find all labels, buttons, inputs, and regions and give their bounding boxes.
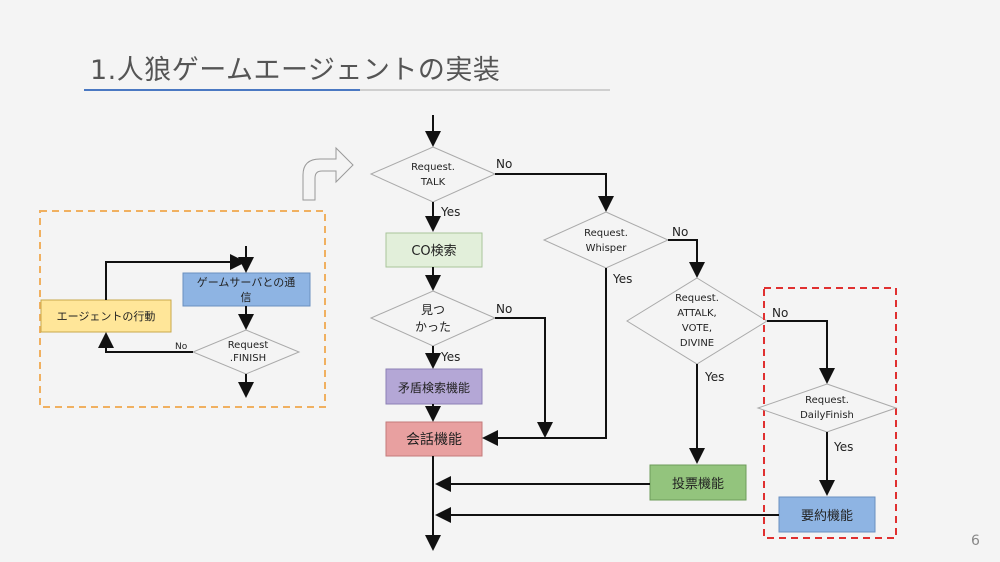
- attack-label-4: DIVINE: [680, 338, 714, 349]
- agent-action-label: エージェントの行動: [57, 309, 156, 323]
- talk-yes-label: Yes: [440, 205, 460, 219]
- whisper-yes-label: Yes: [612, 272, 632, 286]
- overview-arrow-action-loop: [105, 254, 246, 300]
- flow-arrow-talk-whisper: [495, 173, 614, 212]
- co-search-box: [385, 232, 483, 268]
- daily-label-1: Request.: [805, 395, 849, 406]
- found-label-2: かった: [415, 320, 451, 334]
- vote-box: [649, 464, 747, 501]
- talk-diamond: [369, 146, 497, 203]
- attack-diamond: [626, 277, 768, 365]
- contradiction-label: 矛盾検索機能: [398, 380, 470, 395]
- flow-arrow-found-no: [495, 317, 553, 438]
- slide-title: 1.人狼ゲームエージェントの実装: [90, 55, 501, 86]
- whisper-label-2: Whisper: [586, 243, 628, 254]
- attack-yes-label: Yes: [704, 370, 724, 384]
- summary-box: [778, 496, 876, 533]
- server-comm-label-2: 信: [241, 291, 252, 304]
- whisper-label-1: Request.: [584, 228, 628, 239]
- talk-label-2: TALK: [420, 177, 446, 188]
- whisper-no-label: No: [672, 225, 688, 239]
- finish-diamond: [191, 329, 301, 375]
- whisper-diamond: [542, 211, 670, 269]
- overview-arrow-no-loop: [98, 332, 193, 353]
- conversation-label: 会話機能: [406, 431, 462, 448]
- attack-label-1: Request.: [675, 293, 719, 304]
- overview-no-label: No: [175, 342, 188, 352]
- talk-label-1: Request.: [411, 162, 455, 173]
- co-search-label: CO検索: [411, 244, 456, 259]
- finish-label-2: .FINISH: [230, 353, 266, 364]
- flow-arrow-whisper-yes: [482, 268, 607, 446]
- attack-no-label: No: [772, 306, 788, 320]
- daily-label-2: DailyFinish: [800, 410, 854, 421]
- found-diamond: [369, 290, 497, 347]
- attack-label-3: VOTE,: [682, 323, 712, 334]
- finish-label-1: Request: [228, 340, 269, 351]
- flow-arrow-attack-no: [767, 320, 835, 384]
- found-no-label: No: [496, 302, 512, 316]
- link-arrow-icon: [302, 146, 354, 201]
- attack-label-2: ATTALK,: [677, 308, 716, 319]
- daily-yes-label: Yes: [833, 440, 853, 454]
- found-label-1: 見つ: [421, 303, 445, 317]
- flow-arrow-whisper-no: [668, 239, 705, 278]
- title-underline-accent: [84, 89, 360, 91]
- vote-label: 投票機能: [672, 476, 724, 492]
- talk-no-label: No: [496, 157, 512, 171]
- summary-label: 要約機能: [801, 509, 853, 524]
- title-underline: [360, 89, 610, 91]
- server-comm-label-1: ゲームサーバとの通: [197, 276, 295, 289]
- daily-finish-diamond: [756, 383, 898, 433]
- daily-dashed-frame: [763, 287, 897, 539]
- found-yes-label: Yes: [440, 350, 460, 364]
- agent-action-box: [40, 299, 172, 333]
- overview-dashed-frame: [39, 210, 326, 408]
- page-number: 6: [971, 533, 980, 549]
